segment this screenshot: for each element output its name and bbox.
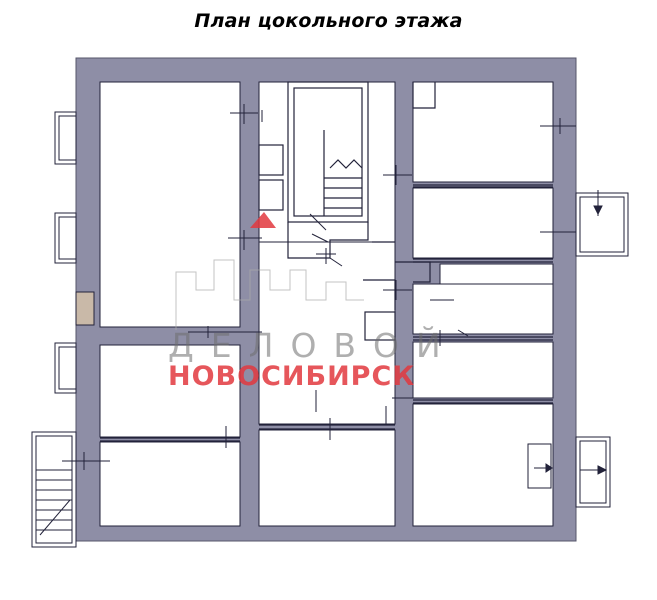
room-east-small1 — [439, 263, 554, 285]
room-west-large — [99, 81, 241, 328]
watermark-skyline — [175, 259, 364, 330]
room-stair-hall — [258, 81, 396, 243]
east-entrances — [527, 190, 629, 508]
room-ne-top — [412, 81, 554, 183]
west-entrance — [31, 431, 77, 548]
marker-triangle — [250, 212, 276, 228]
rooms — [99, 81, 554, 527]
page-title: План цокольного этажа — [194, 10, 463, 32]
watermark-brand-line1: ДЕЛОВОЙ — [168, 326, 458, 365]
room-east-small2 — [412, 283, 554, 335]
room-southwest — [99, 441, 241, 527]
room-south-center — [258, 429, 396, 527]
watermark-brand-line2: НОВОСИБИРСК — [168, 361, 416, 392]
room-west-middle — [99, 344, 241, 438]
partitions — [100, 81, 553, 442]
room-ne-second — [412, 187, 554, 259]
room-east-middle — [412, 341, 554, 399]
door-marks — [62, 104, 576, 470]
west-windows — [54, 111, 95, 394]
